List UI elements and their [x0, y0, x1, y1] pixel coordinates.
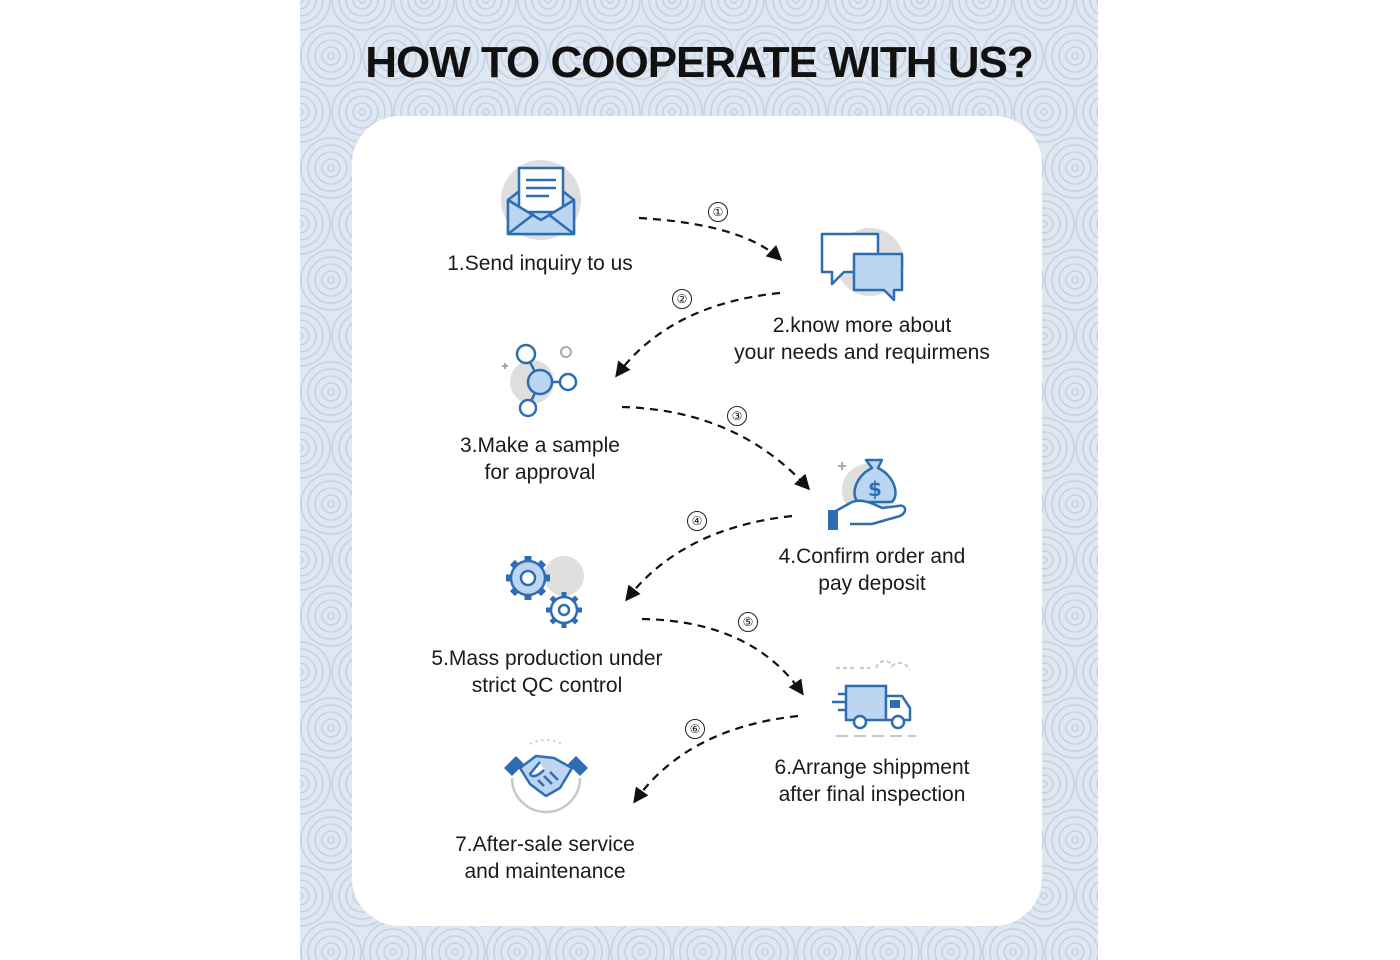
swirl-motif: [1075, 641, 1098, 703]
swirl-motif: [300, 305, 331, 367]
page-title: HOW TO COOPERATE WITH US?: [365, 38, 1034, 87]
step-6-label: 6.Arrange shippment after final inspecti…: [774, 756, 970, 806]
swirl-motif: [1075, 753, 1098, 815]
swirl-motif: [486, 921, 548, 960]
envelope-letter-icon: [501, 160, 581, 240]
handshake-icon: [504, 739, 588, 814]
connector-number-2: ②: [672, 289, 692, 309]
step-1-label: 1.Send inquiry to us: [447, 252, 633, 275]
swirl-motif: [1075, 305, 1098, 367]
swirl-motif: [641, 0, 703, 31]
swirl-motif: [858, 921, 920, 960]
arrow-connector-2: [615, 291, 781, 378]
swirl-motif: [1044, 921, 1098, 960]
swirl-motif: [517, 0, 579, 31]
swirl-motif: [579, 0, 641, 31]
swirl-motif: [889, 0, 951, 31]
swirl-motif: [300, 921, 362, 960]
swirl-motif: [300, 81, 331, 143]
swirl-motif: [796, 921, 858, 960]
step-5-label: 5.Mass production under strict QC contro…: [431, 647, 663, 697]
connector-number-6: ⑥: [685, 719, 705, 739]
swirl-motif: [1013, 0, 1075, 31]
molecule-nodes-icon: [502, 343, 578, 418]
swirl-motif: [1044, 361, 1098, 423]
swirl-motif: [300, 0, 331, 31]
swirl-motif: [982, 921, 1044, 960]
swirl-motif: [1044, 249, 1098, 311]
arrow-connector-6: [633, 714, 799, 804]
swirl-motif: [424, 921, 486, 960]
arrow-connector-1: [638, 216, 783, 262]
swirl-motif: [1075, 865, 1098, 927]
flow-arrows: [615, 216, 811, 804]
connector-number-1: ①: [708, 202, 728, 222]
arrow-connector-4: [625, 514, 793, 602]
swirl-motif: [1044, 809, 1098, 871]
delivery-truck-icon: [832, 660, 916, 737]
connector-number-5: ⑤: [738, 612, 758, 632]
swirl-motif: [362, 921, 424, 960]
swirl-motif: [1044, 137, 1098, 199]
swirl-motif: [548, 921, 610, 960]
swirl-motif: [1075, 0, 1098, 31]
swirl-motif: [1044, 697, 1098, 759]
swirl-motif: [1044, 473, 1098, 535]
swirl-motif: [300, 529, 331, 591]
step-2-label: 2.know more about your needs and requirm…: [734, 314, 990, 364]
swirl-motif: [300, 417, 331, 479]
swirl-motif: [331, 0, 393, 31]
swirl-motif: [1075, 529, 1098, 591]
swirl-motif: [393, 0, 455, 31]
poster-background: HOW TO COOPERATE WITH US? ① ② ③ ④ ⑤ ⑥: [300, 0, 1098, 960]
swirl-motif: [300, 193, 331, 255]
swirl-motif: [455, 0, 517, 31]
swirl-motif: [1075, 81, 1098, 143]
swirl-motif: [300, 865, 331, 927]
money-bag-hand-icon: $: [828, 458, 907, 530]
swirl-motif: [1044, 585, 1098, 647]
chat-bubbles-icon: [820, 228, 904, 302]
swirl-motif: [672, 921, 734, 960]
connector-number-4: ④: [687, 511, 707, 531]
swirl-motif: [1075, 417, 1098, 479]
swirl-motif: [300, 753, 331, 815]
swirl-motif: [734, 921, 796, 960]
connector-number-3: ③: [727, 406, 747, 426]
swirl-motif: [300, 641, 331, 703]
step-7-label: 7.After-sale service and maintenance: [455, 833, 635, 883]
arrow-connector-3: [621, 405, 811, 491]
step-3-label: 3.Make a sample for approval: [460, 434, 620, 484]
swirl-motif: [610, 921, 672, 960]
swirl-motif: [951, 0, 1013, 31]
swirl-motif: [703, 0, 765, 31]
swirl-motif: [920, 921, 982, 960]
step-4-label: 4.Confirm order and pay deposit: [778, 545, 966, 595]
process-card: ① ② ③ ④ ⑤ ⑥ 1.Send inquiry to us 2.know …: [352, 116, 1042, 926]
gears-icon: [506, 556, 584, 628]
swirl-motif: [1075, 193, 1098, 255]
swirl-motif: [827, 0, 889, 31]
swirl-motif: [765, 0, 827, 31]
svg-text:$: $: [868, 477, 882, 501]
